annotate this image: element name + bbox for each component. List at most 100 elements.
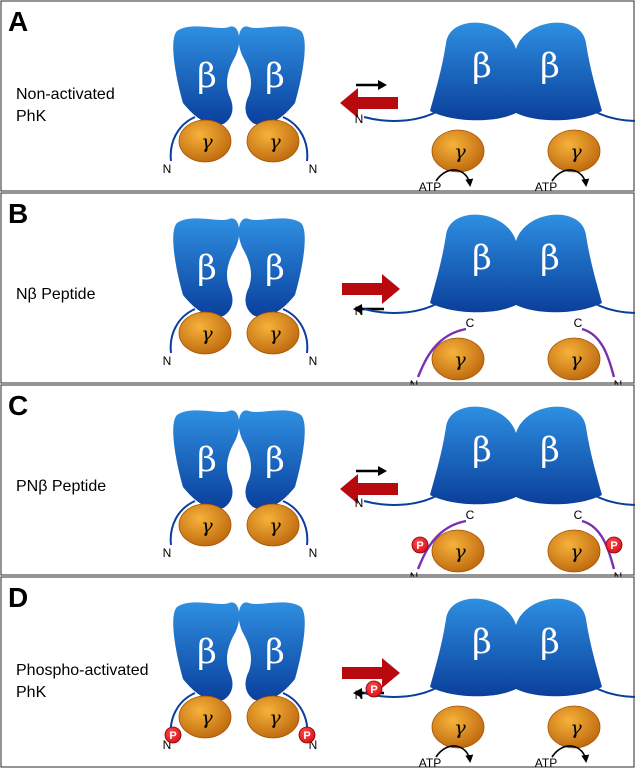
beta-label: β: [265, 632, 285, 672]
n-terminus-label: N: [355, 112, 364, 126]
gamma-label: γ: [454, 349, 466, 371]
beta-subunit: [238, 602, 305, 702]
gamma-subunit: γ: [547, 705, 601, 749]
beta-n-tail: [363, 494, 439, 506]
condition-label: Nβ Peptide: [16, 286, 96, 303]
gamma-subunit: γ: [431, 529, 485, 573]
panel-letter: B: [8, 198, 28, 229]
gamma-label: γ: [269, 707, 281, 729]
n-terminus-label: N: [355, 304, 364, 318]
gamma-subunit: γ: [431, 705, 485, 749]
peptide-strand: [581, 519, 616, 570]
gamma-ellipse: [246, 119, 300, 163]
beta-dimer-active: [430, 22, 602, 121]
gamma-label: γ: [201, 131, 213, 153]
active-complex: ββNNγγATPADPATPADP: [355, 22, 635, 206]
minor-arrow-head: [353, 304, 362, 314]
atp-adp-reaction: ATPADP: [535, 745, 590, 768]
major-arrow-forward: [342, 274, 400, 304]
panel-letter: C: [8, 390, 28, 421]
gamma-subunit: γ: [547, 529, 601, 573]
beta-n-tail: [282, 500, 309, 546]
phosphate-label: P: [169, 730, 176, 742]
major-arrow-reverse: [340, 88, 398, 118]
gamma-subunit: γ: [246, 311, 300, 355]
minor-arrow-head: [378, 466, 387, 476]
phosphate-label: P: [303, 730, 310, 742]
beta-label: β: [472, 238, 492, 278]
minor-arrow-head: [378, 80, 387, 90]
gamma-ellipse: [431, 129, 485, 173]
gamma-ellipse: [246, 503, 300, 547]
minor-arrow-head: [353, 688, 362, 698]
gamma-subunit: γ: [178, 119, 232, 163]
gamma-ellipse: [547, 129, 601, 173]
major-arrow-forward: [342, 658, 400, 688]
condition-label: Phospho-activated: [16, 662, 149, 679]
gamma-subunit: γ: [431, 337, 485, 381]
atp-label: ATP: [419, 756, 441, 768]
phospho-group: P: [298, 726, 316, 744]
phosphate-icon: [365, 680, 383, 698]
peptide-strand: [581, 327, 616, 378]
panel-d: DPhospho-activatedPhKββγγNNPPββNNPPγγATP…: [0, 576, 635, 768]
beta-label: β: [197, 248, 217, 288]
gamma-label: γ: [201, 323, 213, 345]
condition-label: PhK: [16, 108, 47, 125]
reaction-arrow: [435, 745, 474, 763]
active-complex: ββNNγγCCNN: [355, 214, 635, 392]
gamma-label: γ: [570, 141, 582, 163]
equilibrium-arrows: [340, 80, 398, 118]
panel-b: BNβ PeptideββγγNNββNNγγCCNN: [0, 192, 635, 392]
n-terminus-label: N: [355, 496, 364, 510]
atp-label: ATP: [535, 756, 557, 768]
atp-adp-reaction: ATPADP: [419, 745, 474, 768]
beta-label: β: [265, 248, 285, 288]
beta-subunit: [238, 218, 305, 318]
n-terminus-label: N: [309, 738, 318, 752]
c-terminus-label: C: [574, 508, 583, 522]
gamma-ellipse: [246, 695, 300, 739]
beta-subunit: [173, 602, 240, 702]
beta-n-tail: [593, 110, 635, 122]
gamma-label: γ: [570, 349, 582, 371]
panel-letter: D: [8, 582, 28, 613]
beta-n-tail: [363, 110, 439, 122]
phospho-group: P: [411, 536, 429, 554]
condition-label: Non-activated: [16, 86, 115, 103]
phosphate-label: P: [370, 684, 377, 696]
beta-label: β: [540, 238, 560, 278]
phospho-group: P: [365, 680, 383, 698]
reaction-arrow: [551, 745, 590, 763]
peptide-strand: [416, 327, 467, 378]
phosphate-label: P: [416, 540, 423, 552]
gamma-subunit: γ: [178, 695, 232, 739]
gamma-ellipse: [431, 337, 485, 381]
beta-dimer-active: [430, 406, 602, 505]
gamma-subunit: γ: [178, 503, 232, 547]
gamma-label: γ: [570, 717, 582, 739]
phosphate-label: P: [610, 540, 617, 552]
beta-label: β: [472, 622, 492, 662]
gamma-ellipse: [178, 311, 232, 355]
reaction-arrow: [551, 169, 590, 187]
beta-n-tail: [593, 302, 635, 314]
beta-n-tail: [282, 116, 309, 162]
beta-subunit: [173, 218, 240, 318]
gamma-subunit: γ: [547, 337, 601, 381]
n-terminus-label: N: [309, 354, 318, 368]
gamma-ellipse: [246, 311, 300, 355]
beta-label: β: [197, 440, 217, 480]
n-terminus-label: N: [163, 354, 172, 368]
gamma-ellipse: [178, 503, 232, 547]
beta-subunit: [238, 26, 305, 126]
gamma-subunit: γ: [246, 695, 300, 739]
gamma-label: γ: [201, 707, 213, 729]
beta-label: β: [197, 632, 217, 672]
gamma-ellipse: [547, 337, 601, 381]
gamma-label: γ: [269, 131, 281, 153]
